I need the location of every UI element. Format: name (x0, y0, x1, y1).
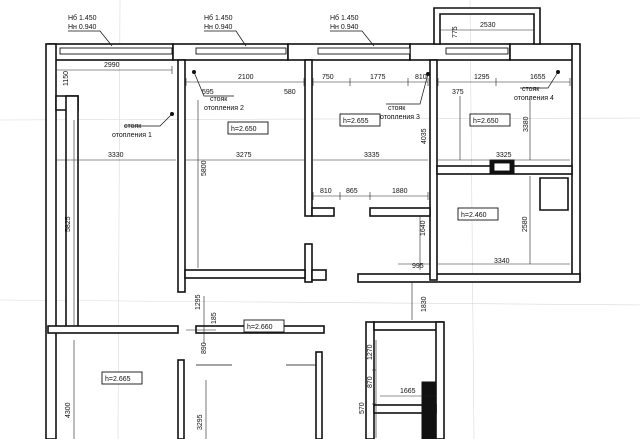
window-mark-1-bottom: Нн 0.940 (68, 24, 96, 31)
wall-left-inner (65, 95, 79, 331)
riser-1-line1: стояк (124, 123, 142, 130)
dim-1880: 1880 (392, 188, 408, 195)
wall-left (45, 43, 57, 439)
dim-870: 870 (367, 376, 374, 388)
corner-box (539, 177, 569, 211)
dim-3325: 3325 (496, 152, 512, 159)
partition-3-4 (429, 59, 438, 281)
dim-3340: 3340 (494, 258, 510, 265)
exterior-walls (45, 7, 581, 439)
dim-3275: 3275 (236, 152, 252, 159)
dim-1775: 1775 (370, 74, 386, 81)
dim-2100: 2100 (238, 74, 254, 81)
dim-1150: 1150 (63, 71, 70, 86)
window-mark-2-bottom: Нн 0.940 (204, 24, 232, 31)
riser-1-line2: отопления 1 (112, 132, 152, 139)
dim-1270: 1270 (367, 344, 374, 360)
room-height-lower-left: h=2.665 (105, 376, 131, 383)
dim-3295: 3295 (197, 414, 204, 430)
wall-right (571, 43, 581, 281)
wall-room3-bottom-right (369, 207, 431, 217)
dim-5825: 5825 (65, 216, 72, 232)
wall-bath-top (373, 321, 443, 331)
riser-4-line1: стояк (522, 86, 540, 93)
dim-890: 890 (201, 342, 208, 354)
dimension-lines (55, 26, 571, 439)
dim-775: 775 (452, 26, 459, 38)
window-mark-2-top: Нб 1.450 (204, 14, 233, 22)
window-height-marks: Нб 1.450 Нн 0.940 Нб 1.450 Нн 0.940 Нб 1… (68, 14, 375, 47)
room-height-4: h=2.650 (473, 118, 499, 125)
window-mark-3-top: Нб 1.450 (330, 14, 359, 22)
window-4 (445, 47, 509, 55)
dim-595: 595 (202, 89, 214, 96)
dim-865: 865 (346, 188, 358, 195)
dim-580: 580 (284, 89, 296, 96)
wall-bath-right (435, 321, 445, 439)
wall-room3-bottom-left (311, 207, 335, 217)
riser-3-line1: стояк (388, 105, 406, 112)
window-mark-1-top: Нб 1.450 (68, 14, 97, 22)
balcony-outline (433, 7, 541, 45)
heating-risers: стояк отопления 1 стояк отопления 2 стоя… (112, 70, 560, 139)
dim-1295-b: 1295 (195, 294, 202, 310)
dim-4035: 4035 (421, 128, 428, 144)
wall-room2-bottom (184, 269, 306, 279)
wall-lower-mid (315, 351, 323, 439)
partition-2-3-lower (304, 243, 313, 283)
dim-2580: 2580 (522, 216, 529, 232)
dim-810-b: 810 (320, 188, 332, 195)
riser-3-line2: отопления 3 (380, 114, 420, 121)
dim-3335: 3335 (364, 152, 380, 159)
dim-1295-a: 1295 (474, 74, 490, 81)
window-mark-3-bottom: Нн 0.940 (330, 24, 358, 31)
room-height-kitchen: h=2.460 (461, 212, 487, 219)
dim-3330: 3330 (108, 152, 124, 159)
dim-5800: 5800 (201, 160, 208, 176)
wall-top-right (509, 43, 579, 61)
dim-1640: 1640 (420, 220, 427, 236)
dim-375: 375 (452, 89, 464, 96)
dim-4300: 4300 (65, 402, 72, 418)
riser-2-line1: стояк (210, 96, 228, 103)
dim-1665: 1665 (400, 388, 416, 395)
room-heights: h=2.650 h=2.655 h=2.650 h=2.460 h=2.660 … (101, 113, 511, 385)
window-1 (59, 47, 173, 55)
wall-mid-left-horizontal (47, 325, 179, 334)
riser-4-line2: отопления 4 (514, 95, 554, 102)
dim-995: 995 (412, 263, 424, 270)
room-height-hall: h=2.660 (247, 324, 273, 331)
wall-bottom-right (357, 273, 581, 283)
room-height-3: h=2.655 (343, 118, 369, 125)
bath-fixture (421, 381, 437, 439)
window-3 (317, 47, 411, 55)
window-2 (195, 47, 287, 55)
partition-1-2 (177, 59, 186, 293)
dimension-labels: 2990 1150 2100 595 580 750 1775 810 1295… (63, 22, 546, 430)
dim-1655: 1655 (530, 74, 546, 81)
dim-3380: 3380 (523, 116, 530, 132)
partition-2-3 (304, 59, 313, 217)
dim-570: 570 (359, 402, 366, 414)
wall-corridor-vertical (177, 359, 185, 439)
riser-2-line2: отопления 2 (204, 105, 244, 112)
dim-185: 185 (211, 312, 218, 324)
dim-810-a: 810 (415, 74, 427, 81)
kitchen-sink (493, 162, 511, 172)
dim-1830: 1830 (421, 296, 428, 312)
partition-stub (311, 269, 327, 281)
dim-2530: 2530 (480, 22, 496, 29)
room-height-2: h=2.650 (231, 126, 257, 133)
wall-lower-right (365, 321, 375, 439)
dim-2990: 2990 (104, 62, 120, 69)
dim-750: 750 (322, 74, 334, 81)
